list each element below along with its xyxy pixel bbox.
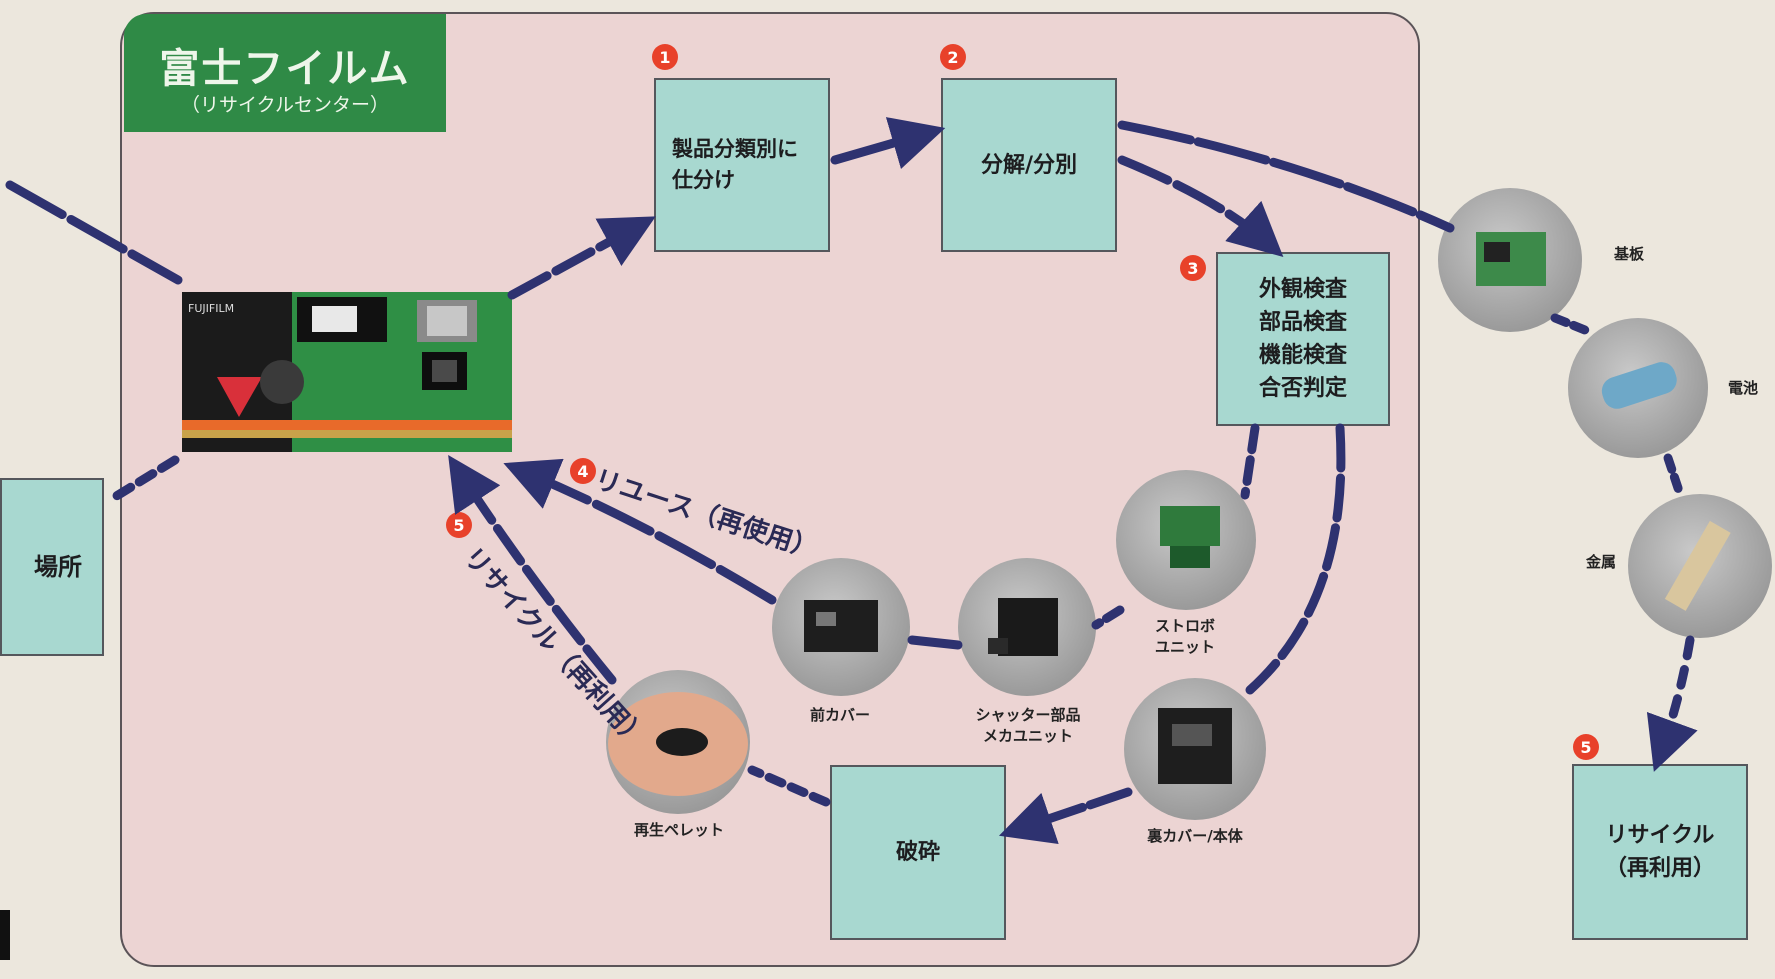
arrow-battery-to-metal	[1668, 458, 1680, 494]
arrow-strobe-to-shutter	[1096, 610, 1120, 625]
arrow-backcover-to-crush	[1016, 792, 1128, 830]
arrow-disassembly-to-inspection	[1122, 160, 1270, 245]
arrow-reuse-to-camera	[520, 470, 772, 600]
arrow-camera-to-sorting	[512, 225, 640, 295]
arrow-inspection-to-backcover	[1250, 428, 1341, 690]
arrow-incoming	[10, 185, 178, 280]
arrow-camera-to-left	[110, 460, 175, 500]
arrow-shutter-to-front	[912, 640, 958, 645]
arrow-disassembly-to-substrate	[1122, 125, 1450, 228]
arrow-substrate-to-battery	[1555, 318, 1585, 330]
arrow-inspection-to-strobe	[1245, 428, 1255, 495]
arrow-sorting-to-disassembly	[835, 133, 928, 160]
arrow-crush-to-pellet	[752, 770, 826, 802]
arrow-metal-to-output	[1660, 640, 1690, 755]
